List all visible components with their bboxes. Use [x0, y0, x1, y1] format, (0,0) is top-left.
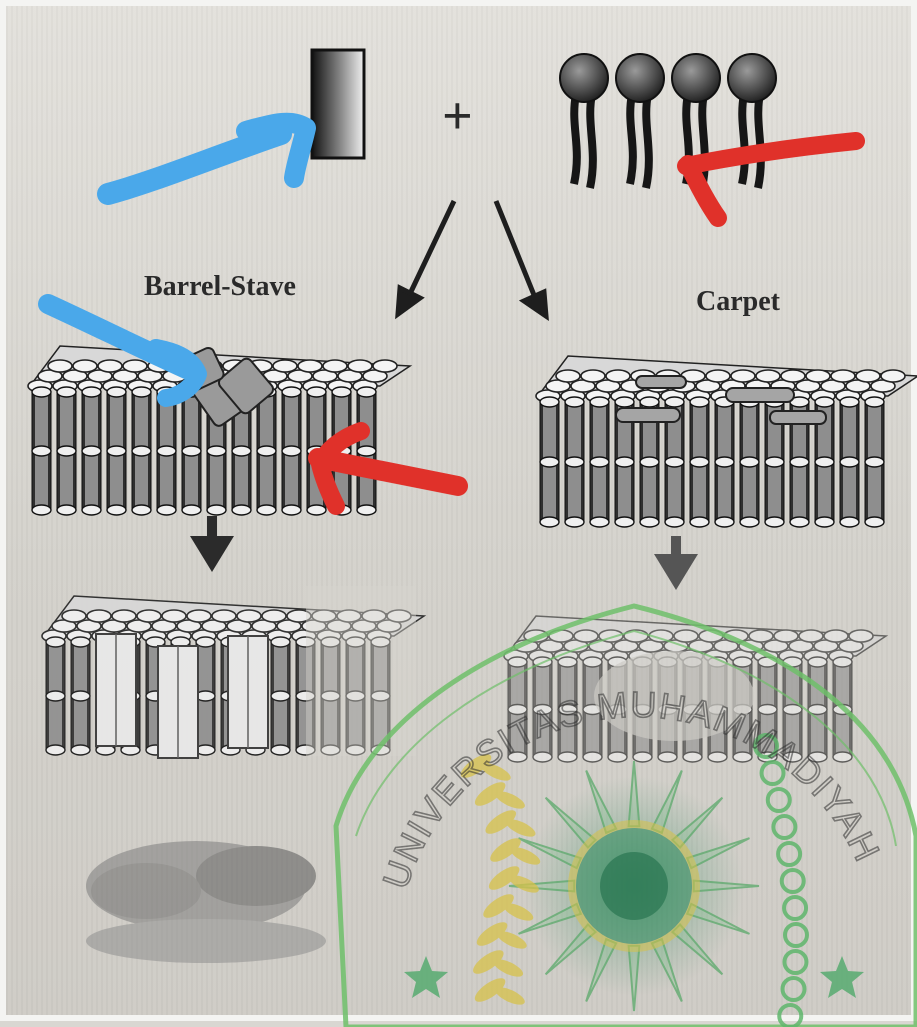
barrel-stave-label: Barrel-Stave: [144, 271, 296, 302]
carpet-membrane-disrupted: [504, 616, 886, 762]
down-arrow-left: [190, 516, 234, 572]
mechanism-diagram: + Barrel-Stave Carpet: [6, 6, 917, 1027]
carpet-label: Carpet: [696, 286, 781, 317]
split-arrows: [398, 201, 546, 316]
lipid-molecules: [560, 54, 776, 188]
barrel-stave-membrane-pore: [42, 586, 424, 758]
carpet-membrane-top: [536, 356, 917, 527]
peptide-rect: [312, 50, 364, 158]
blurred-remnant: [86, 841, 326, 963]
down-arrow-right: [654, 536, 698, 590]
plus-sign: +: [442, 86, 473, 146]
